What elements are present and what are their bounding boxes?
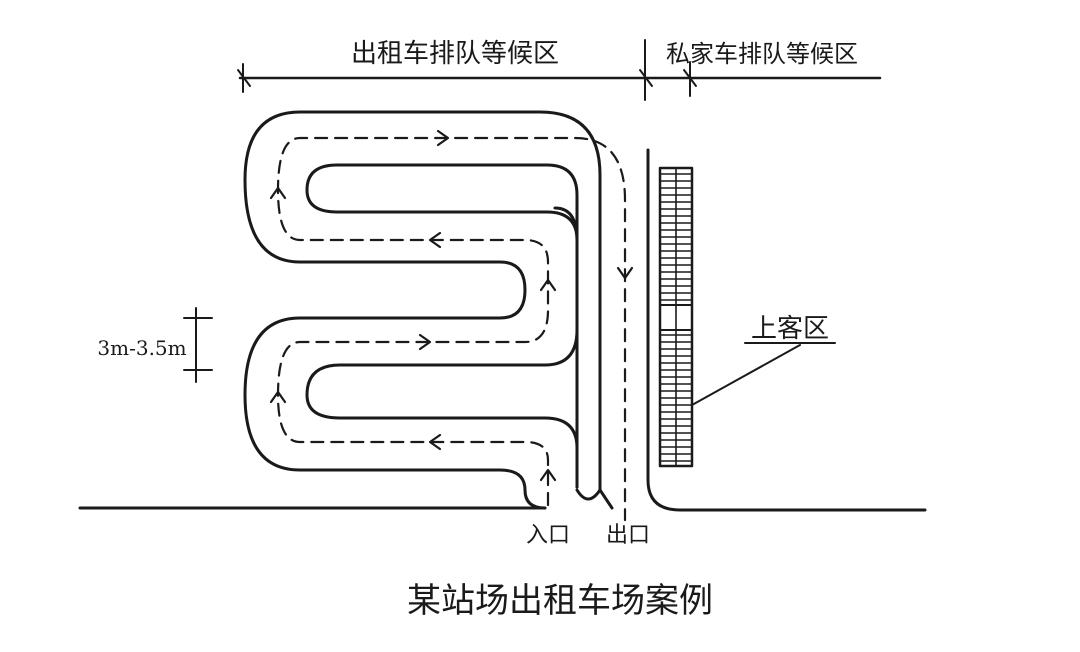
boarding-zone-hatching bbox=[660, 167, 692, 467]
lane-width-label: 3m-3.5m bbox=[97, 336, 186, 360]
private-car-dimension: 私家车排队等候区 bbox=[643, 40, 882, 97]
flow-arrows bbox=[269, 129, 634, 482]
arrow-up-right-upper bbox=[539, 278, 557, 292]
dimension-slash-right bbox=[683, 69, 697, 87]
arrow-left-upper bbox=[428, 231, 442, 249]
arrow-up-left-upper bbox=[269, 186, 287, 200]
arrow-up-entrance bbox=[539, 468, 557, 482]
private-car-zone-label: 私家车排队等候区 bbox=[666, 40, 858, 68]
queue-flow-centerline bbox=[276, 136, 627, 522]
entrance-label: 入口 bbox=[526, 523, 570, 548]
taxi-queue-zone-label: 出租车排队等候区 bbox=[351, 39, 559, 69]
boarding-zone-leader bbox=[691, 344, 801, 406]
arrow-up-left-lower bbox=[269, 390, 287, 404]
dimension-slash-left bbox=[237, 69, 251, 87]
arrow-right-middle bbox=[418, 333, 432, 351]
exit-label: 出口 bbox=[606, 523, 650, 548]
queue-lane-boundary bbox=[243, 110, 602, 510]
taxi-queue-dimension: 出租车排队等候区 bbox=[237, 39, 653, 101]
diagram-caption: 某站场出租车场案例 bbox=[407, 581, 713, 621]
queue-lane-inner-upper bbox=[305, 206, 579, 489]
boarding-zone-strip bbox=[658, 166, 694, 468]
curb-line-right bbox=[646, 148, 927, 512]
arrow-right-top bbox=[436, 129, 450, 147]
boarding-zone-label: 上客区 bbox=[751, 314, 829, 344]
ground-line-gap bbox=[598, 488, 614, 510]
arrow-left-lower bbox=[428, 433, 442, 451]
arrow-down-exit bbox=[616, 266, 634, 280]
lane-width-dimension: 3m-3.5m bbox=[97, 307, 213, 383]
